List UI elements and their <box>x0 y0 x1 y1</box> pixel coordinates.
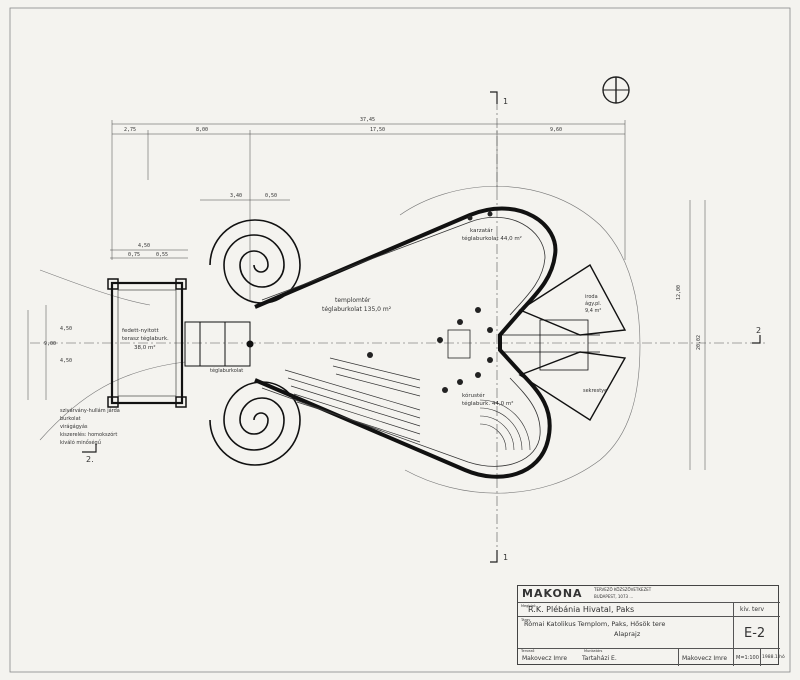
sheet-border <box>9 7 791 673</box>
project-name: Római Katolikus Templom, Paks, Hősök ter… <box>524 620 666 628</box>
lower-chapel-label-2: téglaburk. 44,0 m² <box>462 400 513 407</box>
client-name: R.K. Plébánia Hivatal, Paks <box>528 605 635 614</box>
garden-note-2: burkolat <box>60 416 81 422</box>
upper-chapel-label-1: karzatár <box>470 227 494 234</box>
checked-label: Munkatárs <box>584 649 603 653</box>
garden-note-1: szivárvány-hullám járda <box>60 407 120 414</box>
nave-label-2: téglaburkolat 135,0 m² <box>322 306 392 313</box>
columns <box>367 211 493 393</box>
client-label: Megbízó <box>521 604 536 608</box>
sacristy-label-1: iroda <box>585 294 598 300</box>
dim-porch-2: 0,75 <box>128 252 140 258</box>
garden-note-5: kiváló minőségű <box>60 439 101 446</box>
lower-chapel-label-1: kórustér <box>462 392 486 399</box>
sacristy-label-3: 9,4 m² <box>585 308 601 314</box>
church-outer-wall <box>254 206 558 479</box>
designer-name: Makovecz Imre <box>522 655 568 662</box>
dim-top-3: 17,50 <box>370 127 385 133</box>
section-mark-top: 1 <box>503 97 508 106</box>
company-sub-1: TERVEZŐ KÖZSZÖVETKEZET <box>594 587 652 592</box>
entrance-label: téglaburkolat <box>210 367 243 374</box>
dim-right-2: 20,02 <box>696 335 702 350</box>
company-name: MAKONA <box>522 587 583 600</box>
landscape-outlines <box>39 185 641 494</box>
date: 1988.1.hó <box>762 655 785 660</box>
dim-top-1: 2,75 <box>124 127 136 133</box>
dim-top-4: 9,60 <box>550 127 562 133</box>
dim-mid-1: 3,40 <box>230 193 242 199</box>
sacristy-label-2: ágy.pl. <box>585 300 602 307</box>
sacristy-wing <box>500 264 627 421</box>
project-label: Tárgy <box>521 618 531 622</box>
dim-left-1: 4,50 <box>60 326 72 332</box>
section-markers <box>82 91 761 563</box>
scale: M=1:100 <box>736 655 759 661</box>
dim-left-3: 4,50 <box>60 358 72 364</box>
dim-mid-2: 0,50 <box>265 193 277 199</box>
dim-left-2: 9,00 <box>44 341 56 347</box>
section-mark-left: 2. <box>86 455 94 464</box>
garden-note-4: kiszerelés: homokszórt <box>60 431 117 438</box>
sheet-number: E-2 <box>744 626 766 641</box>
dim-porch-3: 0,55 <box>156 252 168 258</box>
designer-label: Tervező <box>521 649 535 653</box>
section-mark-bottom: 1 <box>503 553 508 562</box>
side-room-label: sekrestye <box>583 388 607 394</box>
phase: kiv. terv <box>740 606 765 613</box>
apse-steps <box>479 399 531 451</box>
entrance-vestibule <box>184 321 254 367</box>
pews <box>284 357 421 443</box>
porch-label-2: terasz téglaburk. <box>122 335 169 342</box>
approved-name: Makovecz Imre <box>682 655 728 662</box>
porch-structure <box>107 278 187 408</box>
upper-chapel-label-2: téglaburkolat 44,0 m² <box>462 235 522 242</box>
porch-label-3: 38,0 m² <box>134 344 156 351</box>
porch-label-1: fedett-nyitott <box>122 328 159 334</box>
checked-name: Tartaházi E. <box>582 655 617 662</box>
altar <box>447 329 471 359</box>
nave-label-1: templomtér <box>335 297 371 304</box>
title-block: MAKONA TERVEZŐ KÖZSZÖVETKEZET BUDAPEST, … <box>517 585 785 666</box>
overall-dimension: 37,45 <box>360 117 375 123</box>
spiral-walls <box>209 219 301 466</box>
dim-right-1: 12,00 <box>676 285 682 300</box>
section-mark-right: 2 <box>756 326 761 335</box>
garden-note-3: virágágyás <box>60 423 88 430</box>
drawing-title: Alaprajz <box>614 630 641 638</box>
dim-porch-1: 4,50 <box>138 243 150 249</box>
north-arrow-icon <box>602 76 630 104</box>
dim-top-2: 8,00 <box>196 127 208 133</box>
company-sub-2: BUDAPEST, 1073 ... <box>594 594 634 599</box>
dimension-lines <box>27 120 706 470</box>
